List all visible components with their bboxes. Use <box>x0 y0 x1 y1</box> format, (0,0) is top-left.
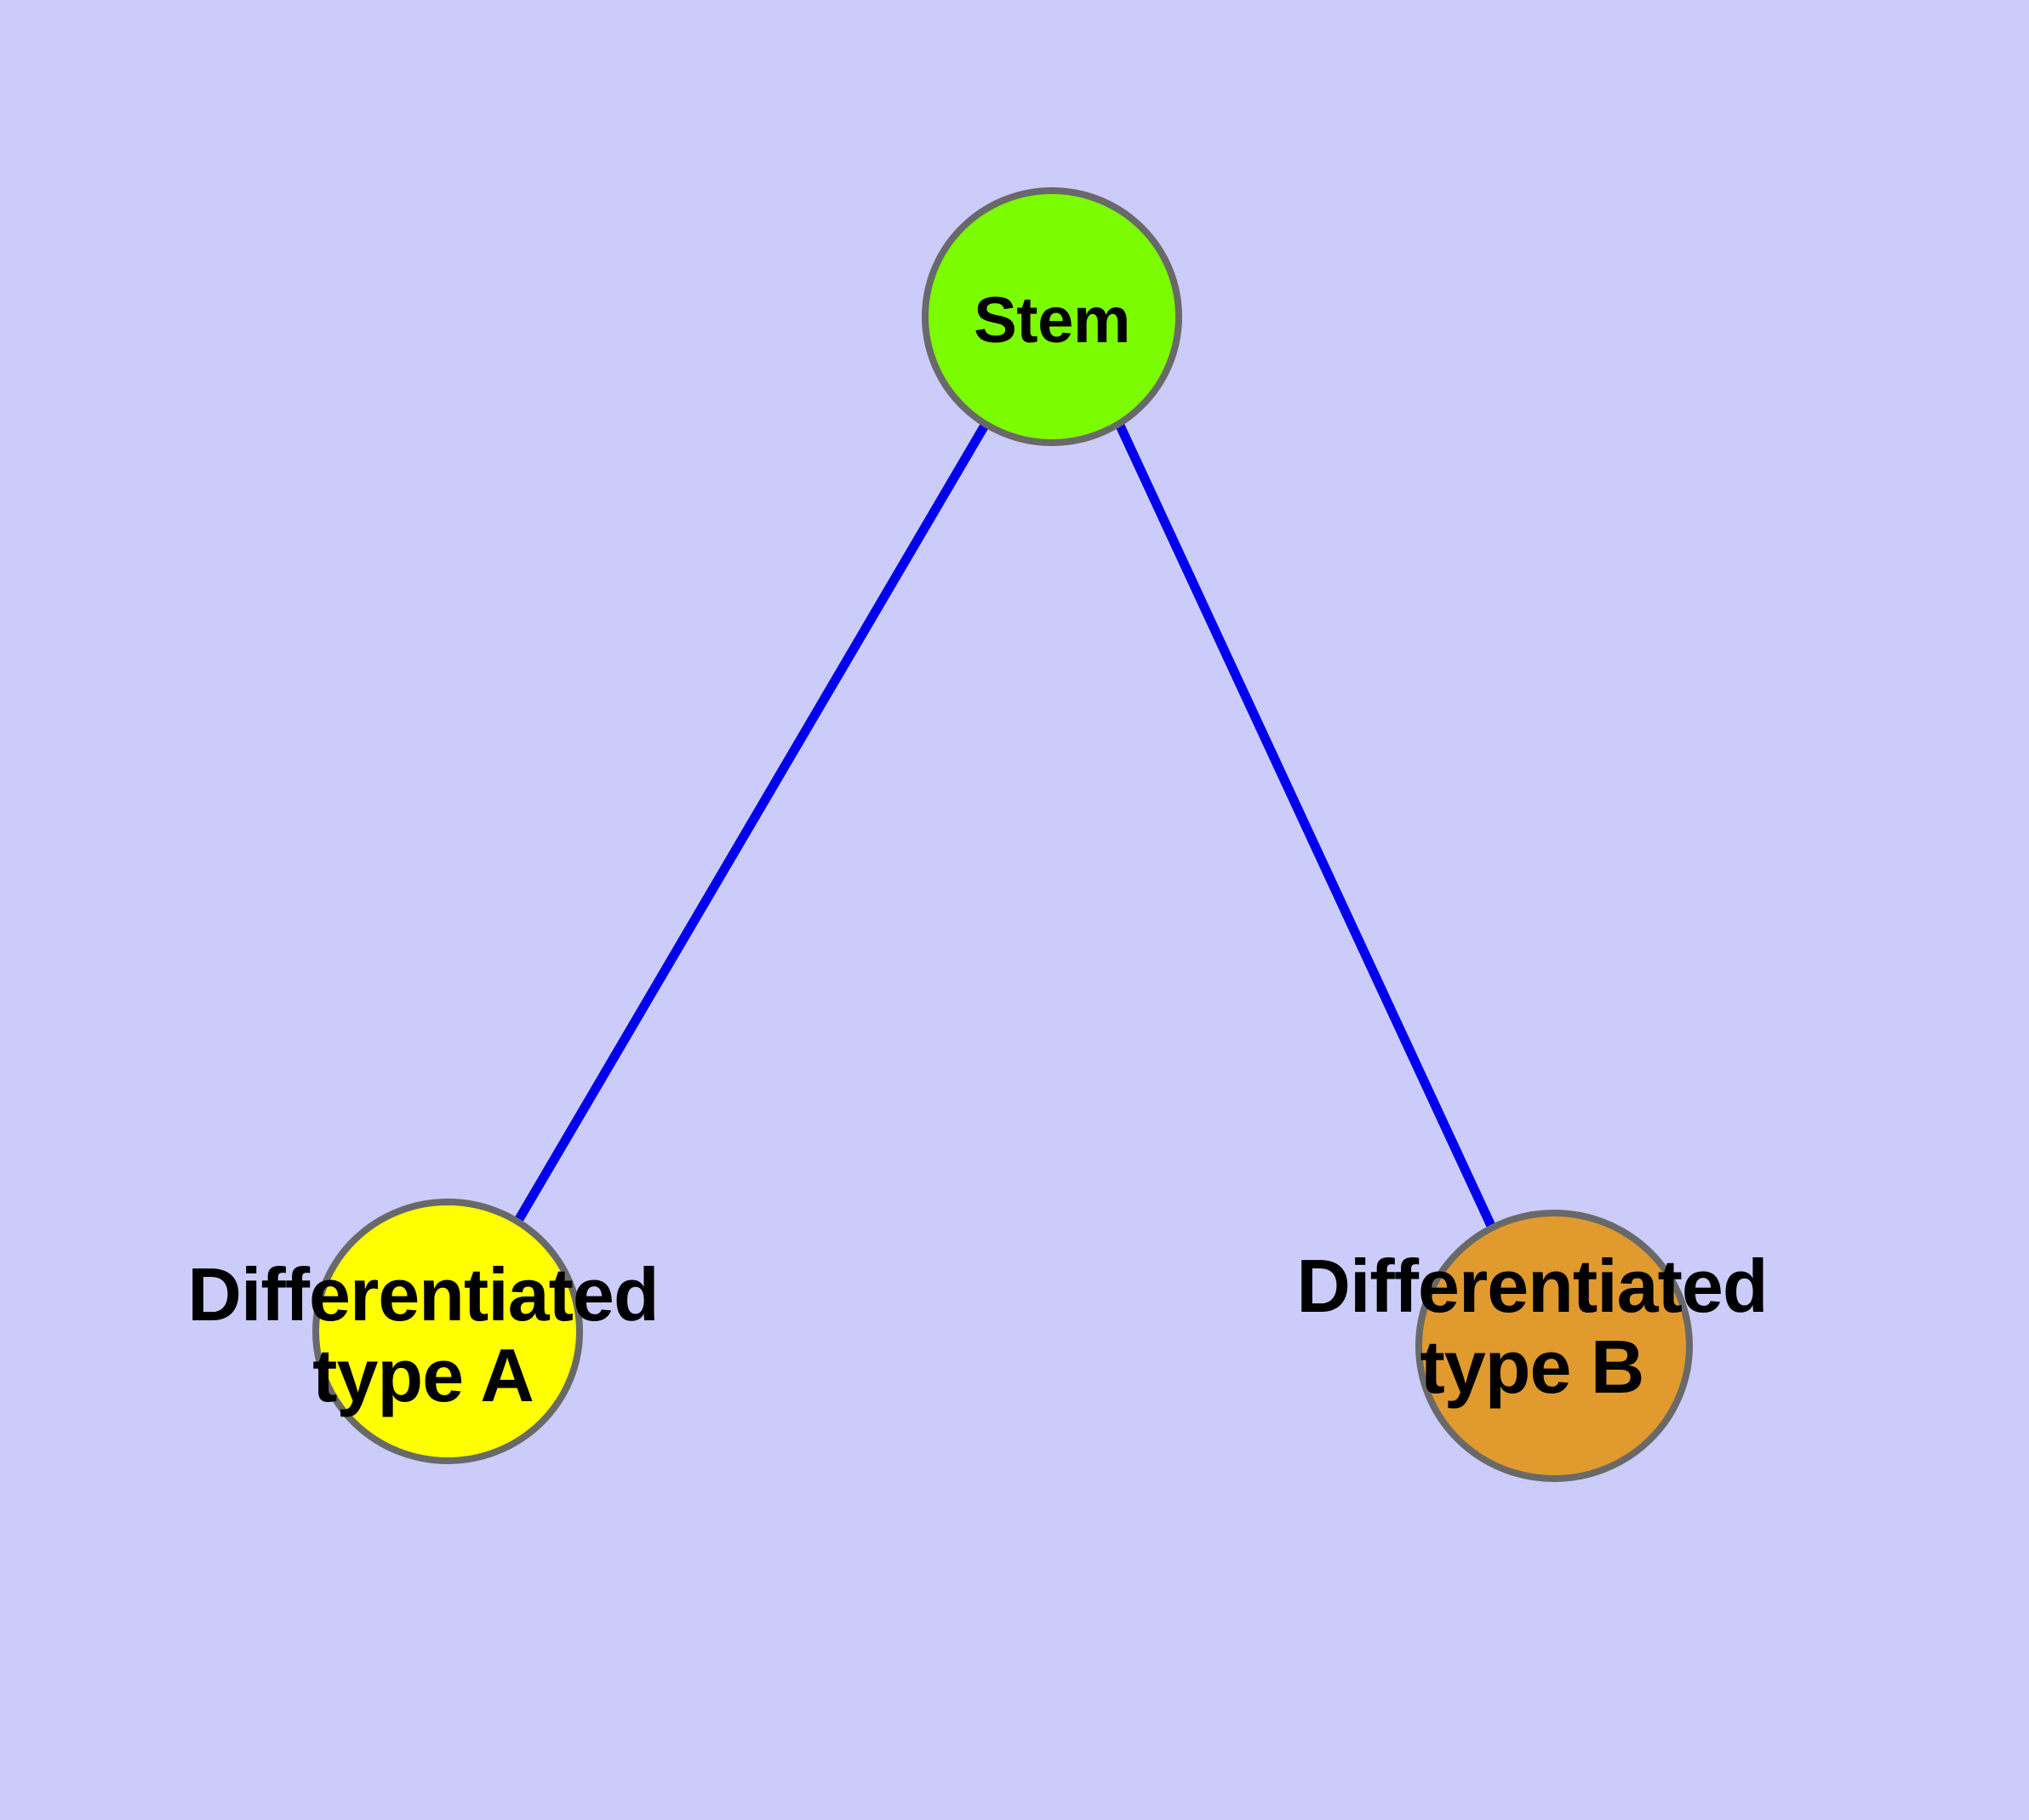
node-differentiated-type-a[interactable] <box>312 1199 583 1464</box>
edge-stem-to-type-a[interactable] <box>515 421 990 1222</box>
node-differentiated-type-b[interactable] <box>1415 1210 1693 1482</box>
edges-layer <box>515 421 1495 1228</box>
node-stem[interactable] <box>922 187 1182 446</box>
nodes-layer <box>312 187 1693 1482</box>
edge-stem-to-type-b[interactable] <box>1116 423 1495 1228</box>
